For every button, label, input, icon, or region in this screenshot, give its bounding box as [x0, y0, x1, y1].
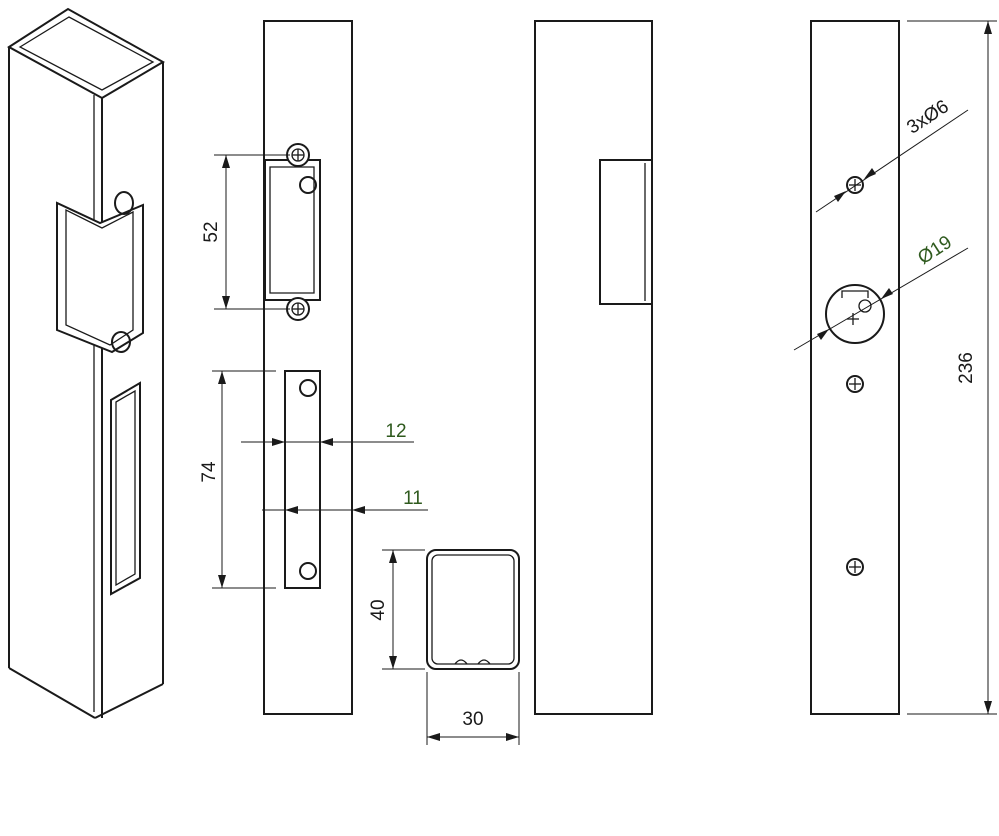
dim-keeper-offset: 11 [403, 488, 423, 509]
dim-holes-label: 3xØ6 [903, 96, 953, 138]
dim-profile-width: 30 [462, 709, 483, 730]
dim-profile-height: 40 [368, 599, 389, 620]
dim-keeper-width: 12 [385, 421, 406, 442]
dim-bore-label: Ø19 [914, 232, 956, 269]
back-view-holes [793, 20, 997, 715]
dim-plate-height: 52 [201, 221, 222, 242]
isometric-post-view [7, 7, 166, 719]
dim-total-height: 236 [956, 352, 977, 384]
profile-section-view [382, 549, 520, 745]
dim-keeper-height: 74 [199, 461, 220, 483]
front-view-keeper [212, 20, 428, 715]
side-view [534, 20, 653, 715]
